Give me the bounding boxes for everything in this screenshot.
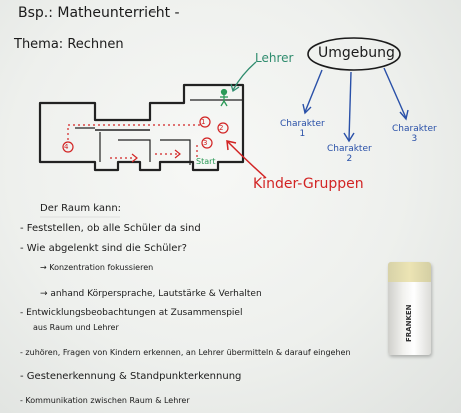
group-circle-4 bbox=[62, 141, 74, 153]
inner-wall-3 bbox=[118, 139, 151, 162]
list-item: aus Raum und Lehrer bbox=[33, 323, 119, 332]
board-topic: Thema: Rechnen bbox=[14, 37, 124, 52]
children-groups-label: Kinder-Gruppen bbox=[253, 176, 364, 192]
board-eraser: FRANKEN bbox=[388, 262, 431, 355]
character-word: Charakter bbox=[280, 119, 325, 129]
char-arrow-2 bbox=[348, 71, 352, 141]
eraser-felt bbox=[388, 262, 431, 282]
inner-wall-4 bbox=[160, 139, 191, 165]
room-can-heading: Der Raum kann: bbox=[40, 203, 122, 214]
list-item: - Entwicklungsbeobachtungen at Zusammens… bbox=[20, 308, 243, 318]
character-number: 3 bbox=[411, 133, 418, 144]
list-item: - Kommunikation zwischen Raum & Lehrer bbox=[20, 396, 190, 405]
char-arrow-1 bbox=[304, 69, 323, 113]
room-floorplan bbox=[38, 83, 245, 172]
start-label: Start bbox=[196, 157, 216, 166]
groups-arrow bbox=[227, 141, 267, 179]
teacher-arrow bbox=[232, 61, 257, 91]
list-item: - Feststellen, ob alle Schüler da sind bbox=[20, 223, 201, 234]
group-number-4: 4 bbox=[64, 143, 69, 151]
environment-label: Umgebung bbox=[318, 45, 395, 61]
character-number: 2 bbox=[346, 153, 353, 164]
list-item: - Wie abgelenkt sind die Schüler? bbox=[20, 243, 187, 254]
teacher-figure bbox=[220, 88, 228, 107]
character-word: Charakter bbox=[392, 124, 437, 134]
group-circle-3 bbox=[201, 137, 213, 149]
list-item: - zuhören, Fragen von Kindern erkennen, … bbox=[20, 348, 351, 357]
list-item: - Gestenerkennung & Standpunkterkennung bbox=[20, 371, 242, 382]
group-number-3: 3 bbox=[203, 139, 208, 147]
board-title: Bsp.: Matheunterricht - bbox=[18, 5, 180, 21]
teacher-label: Lehrer bbox=[255, 51, 294, 65]
environment-ellipse bbox=[307, 37, 401, 71]
group-circle-1 bbox=[199, 116, 211, 128]
path-group-4 bbox=[67, 124, 200, 140]
character-word: Charakter bbox=[327, 144, 372, 154]
list-item: → anhand Körpersprache, Lautstärke & Ver… bbox=[40, 289, 262, 299]
group-number-1: 1 bbox=[201, 118, 206, 126]
eraser-brand: FRANKEN bbox=[405, 304, 413, 342]
group-number-2: 2 bbox=[219, 124, 224, 132]
list-item: → Konzentration fokussieren bbox=[40, 263, 154, 272]
group-circle-2 bbox=[217, 122, 229, 134]
character-number: 1 bbox=[299, 128, 306, 139]
char-arrow-3 bbox=[383, 67, 407, 119]
